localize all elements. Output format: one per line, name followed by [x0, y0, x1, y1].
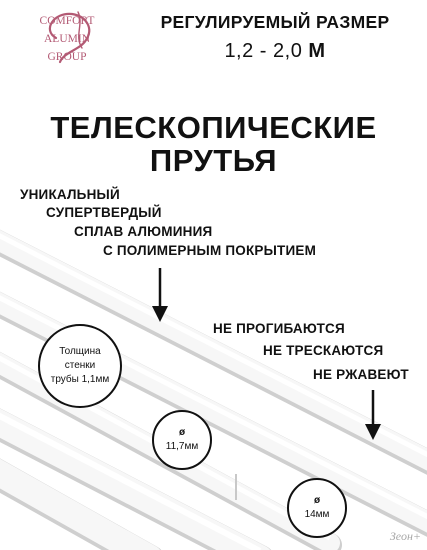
watermark: Зеон+	[389, 529, 421, 543]
diameter-callout-2: ø 14мм	[287, 478, 347, 538]
feature-line-1: УНИКАЛЬНЫЙ	[20, 187, 120, 202]
feature-line-3: СПЛАВ АЛЮМИНИЯ	[74, 224, 213, 239]
diameter-callout-1: ø 11,7мм	[152, 410, 212, 470]
feature-line-2: СУПЕРТВЕРДЫЙ	[46, 205, 162, 220]
wall-callout-line-3: трубы 1,1мм	[50, 374, 110, 385]
size-title: РЕГУЛИРУЕМЫЙ РАЗМЕР	[160, 12, 390, 32]
logo-ring-mark	[48, 11, 91, 64]
diameter-symbol: ø	[178, 427, 186, 438]
wall-thickness-callout: Толщина стенки трубы 1,1мм	[38, 324, 122, 408]
logo-line-3: GROUP	[47, 51, 87, 63]
headline-line-2: ПРУТЬЯ	[149, 143, 278, 178]
property-line-2: НЕ ТРЕСКАЮТСЯ	[263, 343, 384, 358]
headline-line-1: ТЕЛЕСКОПИЧЕСКИЕ	[50, 110, 377, 145]
rod-4	[0, 408, 272, 550]
brand-logo: COMFORT ALUMIN GROUP	[26, 8, 108, 70]
wall-callout-line-2: стенки	[64, 360, 96, 371]
logo-line-1: COMFORT	[39, 15, 95, 27]
logo-line-2: ALUMIN	[44, 33, 90, 45]
size-range: 1,2 - 2,0	[224, 40, 303, 62]
diameter-symbol: ø	[313, 495, 321, 506]
property-line-3: НЕ РЖАВЕЮТ	[313, 367, 409, 382]
diameter-value: 14мм	[304, 509, 330, 520]
size-unit: М	[308, 40, 326, 62]
diameter-value: 11,7мм	[165, 441, 199, 452]
property-line-1: НЕ ПРОГИБАЮТСЯ	[213, 321, 345, 336]
feature-line-4: С ПОЛИМЕРНЫМ ПОКРЫТИЕМ	[103, 243, 317, 258]
size-range-line: 1,2 - 2,0 М	[136, 40, 414, 63]
wall-callout-line-1: Толщина	[59, 346, 101, 357]
rod-5	[0, 458, 162, 550]
